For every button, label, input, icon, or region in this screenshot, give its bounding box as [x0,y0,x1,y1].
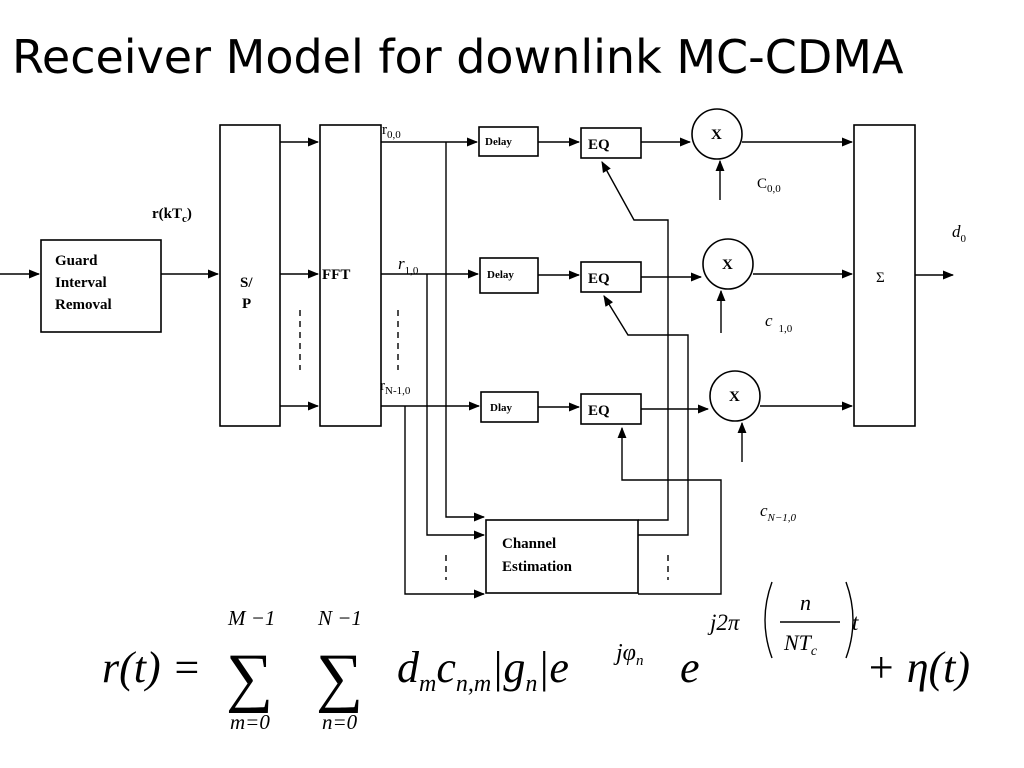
exponent-right-paren [845,581,854,659]
sum2-lower-limit: n=0 [322,710,358,734]
sum2-sigma: ∑ [316,641,363,714]
multiplier-label-1: X [722,257,733,273]
equation-second-exponential: e [680,643,700,692]
eq-label-0: EQ [588,137,610,153]
summation-label: Σ [876,270,885,286]
fft-block: FFT [319,124,382,427]
slide-title: Receiver Model for downlink MC-CDMA [12,30,904,84]
equation-exponent-suffix: t [852,610,859,635]
multiplier-0: X [691,108,743,160]
fft-label: FFT [322,267,350,283]
channel-estimation-block: Channel Estimation [485,519,639,594]
guard-interval-removal-block: Guard Interval Removal [40,239,162,333]
equation-noise-term: + η(t) [866,643,970,692]
equation-phase-exponent: jφn [613,640,643,669]
rn-label: rN-1,0 [380,378,411,397]
exponent-fraction-denominator: NTc [783,630,818,659]
guard-label-1: Guard [55,253,98,269]
serial-to-parallel-block: S/ P [219,124,281,427]
eq-label-1: EQ [588,271,610,287]
multiplier-2: X [709,370,761,422]
delay-block-0: Delay [478,126,539,157]
eq-block-1: EQ [580,261,642,293]
sp-label-1: S/ [240,275,253,291]
equation-lhs: r(t) = [102,643,201,692]
signal-wires [0,137,955,599]
summation-block: Σ [853,124,916,427]
delay-label-2: Dlay [490,402,513,414]
sum2-upper-limit: N −1 [317,606,362,630]
delay-label-1: Delay [487,269,514,281]
delay-block-2: Dlay [480,391,539,423]
received-signal-equation: r(t) = M −1 ∑ m=0 N −1 ∑ n=0 dmcn,m|gn|e… [102,581,970,734]
multiplier-label-0: X [711,127,722,143]
exponent-fraction-numerator: n [800,590,811,615]
exponent-left-paren [764,581,773,659]
multiplier-1: X [702,238,754,290]
sp-label-2: P [242,296,251,312]
sum1-upper-limit: M −1 [227,606,275,630]
c00-label: C0,0 [757,176,781,195]
r00-label: r0,0 [382,122,401,141]
channel-label-1: Channel [502,536,556,552]
sum1-sigma: ∑ [226,641,273,714]
input-signal-label: r(kTc) [152,206,192,225]
r10-label: r1,0 [398,254,419,277]
delay-label-0: Delay [485,136,512,148]
equation-summand: dmcn,m|gn|e [397,643,569,697]
equation-exponent-prefix: j2π [707,610,741,635]
delay-block-1: Delay [479,257,539,294]
sum1-lower-limit: m=0 [230,710,270,734]
guard-label-3: Removal [55,297,112,313]
multiplier-label-2: X [729,389,740,405]
eq-label-2: EQ [588,403,610,419]
channel-label-2: Estimation [502,559,573,575]
cn-label: cN−1,0 [760,501,797,524]
eq-block-0: EQ [580,127,642,159]
d0-output-label: d0 [952,222,967,245]
eq-block-2: EQ [580,393,642,425]
guard-label-2: Interval [55,275,107,291]
